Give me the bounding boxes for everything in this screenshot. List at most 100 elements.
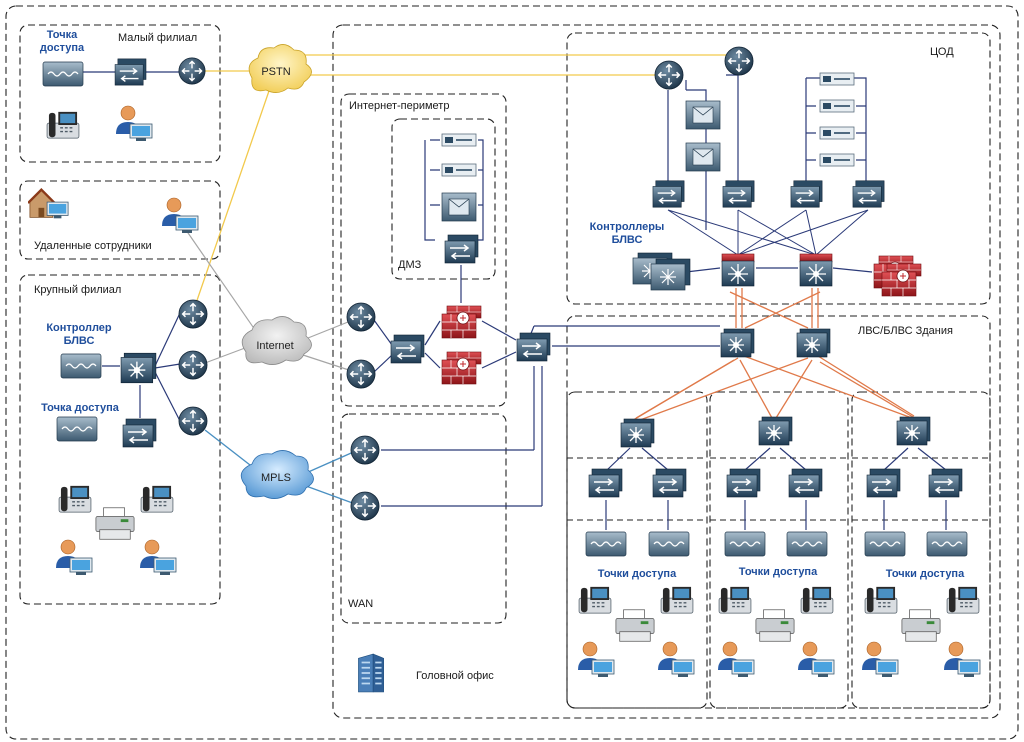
label-line: БЛВС	[64, 335, 95, 347]
wireless-controller-icon	[60, 353, 102, 379]
mpls-cloud-label: MPLS	[261, 472, 291, 484]
router-icon	[178, 406, 208, 436]
large-branch-label: Крупный филиал	[34, 284, 121, 296]
router-icon	[350, 435, 380, 465]
datacenter-label: ЦОД	[930, 46, 954, 58]
small-branch-box	[19, 24, 221, 163]
outer-frame	[5, 5, 1019, 740]
datacenter-box	[566, 32, 991, 305]
large-branch-ap-label: Точка доступа	[41, 402, 120, 414]
ip-phone-icon	[864, 586, 898, 614]
building-1-ap-label: Точки доступа	[598, 568, 677, 580]
content-switch-icon	[685, 100, 721, 130]
large-branch-box	[19, 274, 221, 605]
access-point-icon	[786, 531, 828, 557]
core-links	[629, 288, 919, 423]
router-icon	[654, 60, 684, 90]
access-point-icon	[648, 531, 690, 557]
switch-icon	[652, 468, 687, 498]
lan-building-box	[566, 315, 991, 709]
switch-icon	[928, 468, 963, 498]
building-3-box	[851, 391, 991, 709]
wan-devices	[350, 435, 380, 521]
perimeter-devices	[346, 133, 551, 389]
wan-box	[340, 413, 507, 624]
mpls-links	[204, 429, 359, 506]
head-office-building-icon	[357, 653, 385, 693]
access-links	[605, 447, 947, 530]
ip-phone-icon	[660, 586, 694, 614]
switch-icon	[852, 180, 885, 208]
ip-phone-icon	[718, 586, 752, 614]
wireless-controller-icon	[650, 258, 691, 291]
access-point-icon	[56, 416, 98, 442]
user-workstation-icon	[797, 641, 835, 678]
pstn-cloud: PSTN	[248, 44, 312, 93]
pstn-links	[192, 54, 738, 313]
core-switch-icon	[799, 253, 833, 287]
access-point-icon	[864, 531, 906, 557]
l3-switch-icon	[720, 328, 755, 358]
firewall-icon	[441, 351, 482, 385]
core-switch-icon	[721, 253, 755, 287]
access-point-icon	[926, 531, 968, 557]
wan-label: WAN	[348, 598, 373, 610]
l3-switch-icon	[758, 416, 793, 446]
internet-cloud-label: Internet	[256, 340, 293, 352]
building-1-box	[566, 391, 708, 709]
content-switch-icon	[685, 142, 721, 172]
router-icon	[350, 491, 380, 521]
internet-perimeter-box	[340, 93, 507, 407]
remote-user-icon	[161, 197, 199, 234]
head-office-label: Головной офис	[416, 670, 494, 682]
user-workstation-icon	[115, 105, 153, 142]
content-switch-icon	[441, 192, 477, 222]
switch-icon	[444, 234, 479, 264]
dmz-label: ДМЗ	[398, 259, 422, 271]
server-icon	[819, 153, 855, 167]
lan-core-devices	[620, 328, 931, 448]
server-icon	[819, 99, 855, 113]
access-point-icon	[585, 531, 627, 557]
l3-switch-icon	[796, 328, 831, 358]
router-icon	[178, 57, 206, 85]
label-line: доступа	[40, 42, 85, 54]
ip-phone-icon	[946, 586, 980, 614]
server-icon	[819, 72, 855, 86]
user-workstation-icon	[717, 641, 755, 678]
remote-workers-box	[19, 180, 221, 260]
remote-worker-devices	[28, 188, 199, 234]
switch-icon	[390, 334, 425, 364]
internet-cloud: Internet	[241, 316, 312, 365]
switch-icon	[516, 332, 551, 362]
printer-icon	[95, 507, 135, 540]
switch-icon	[122, 418, 157, 448]
remote-workers-label: Удаленные сотрудники	[34, 240, 152, 252]
firewall-icon	[881, 263, 922, 297]
router-icon	[346, 359, 376, 389]
label-line: Контроллеры	[590, 221, 665, 233]
user-workstation-icon	[55, 539, 93, 576]
router-icon	[724, 46, 754, 76]
router-icon	[346, 302, 376, 332]
switch-icon	[114, 58, 147, 86]
pstn-cloud-label: PSTN	[261, 66, 290, 78]
user-workstation-icon	[943, 641, 981, 678]
label-line: БЛВС	[612, 234, 643, 246]
ip-phone-icon	[46, 111, 80, 139]
ip-phone-icon	[140, 485, 174, 513]
switch-icon	[588, 468, 623, 498]
head-office-box	[332, 24, 1001, 719]
datacenter-devices	[632, 46, 922, 297]
user-workstation-icon	[657, 641, 695, 678]
server-icon	[441, 133, 477, 147]
switch-icon	[790, 180, 823, 208]
firewall-icon	[441, 305, 482, 339]
switch-icon	[652, 180, 685, 208]
building-dividers	[567, 457, 990, 521]
user-workstation-icon	[861, 641, 899, 678]
internet-perimeter-label: Интернет-периметр	[349, 100, 449, 112]
